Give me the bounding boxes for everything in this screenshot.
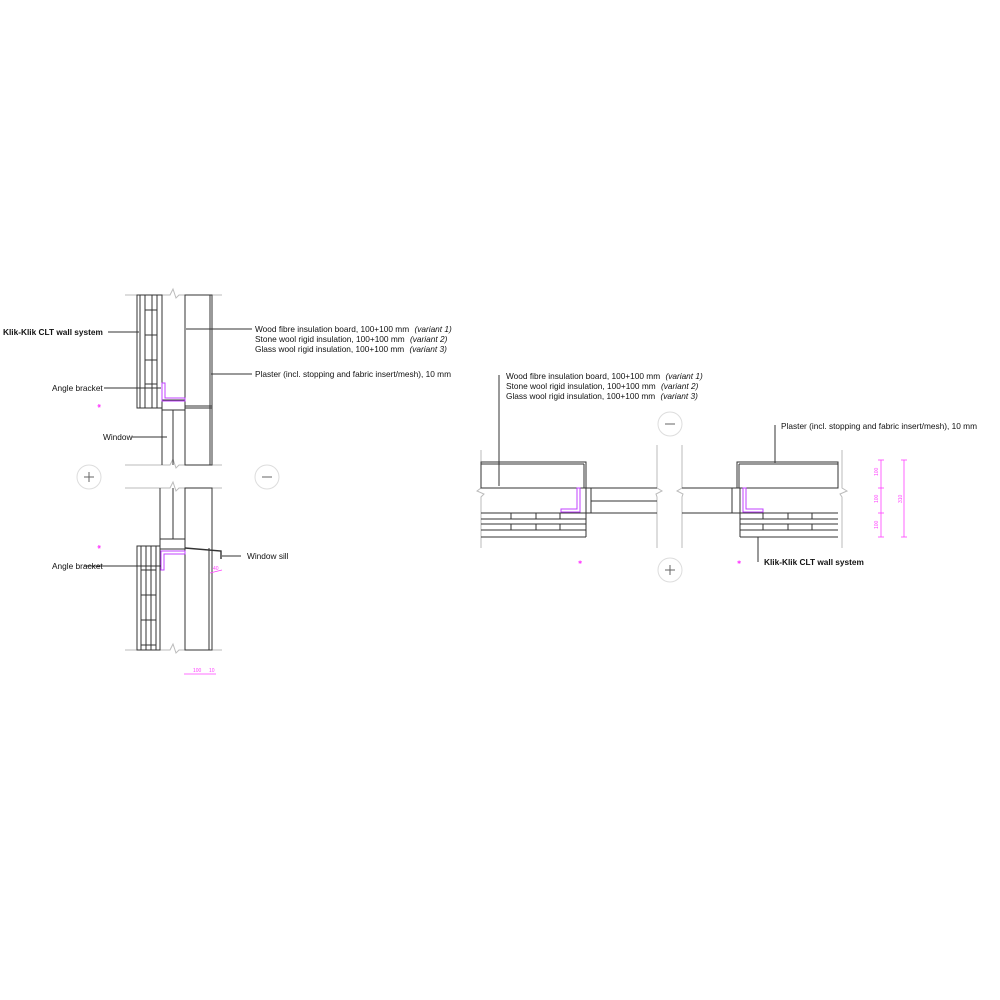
label-plaster: Plaster (incl. stopping and fabric inser… — [255, 369, 451, 379]
break-line-bottom — [125, 642, 222, 654]
break-line-center-right — [675, 445, 684, 548]
clt-wall-right — [739, 512, 838, 538]
exterior-side-symbol — [76, 464, 102, 490]
clt-wall-lower — [136, 545, 161, 651]
label-clt-wall: Klik-Klik CLT wall system — [3, 327, 103, 337]
dim-mark: ✱ — [578, 560, 582, 566]
insulation-right — [736, 461, 839, 489]
horizontal-section: 100 100 100 310 ✱ ✱ Wood fibre insulatio… — [476, 371, 977, 583]
angle-bracket-right — [742, 487, 764, 513]
clt-wall-upper — [136, 294, 163, 409]
window-sill-frame — [159, 538, 186, 550]
label-window-sill: Window sill — [247, 551, 289, 561]
dim-bottom-width: 100 — [193, 668, 202, 674]
drawing-line — [209, 569, 223, 574]
dim-layer-3: 100 — [874, 520, 880, 529]
label-insulation-3: Glass wool rigid insulation, 100+100 mm … — [255, 344, 447, 354]
window-frame-left — [585, 487, 592, 514]
label-insulation-3: Glass wool rigid insulation, 100+100 mm … — [506, 391, 698, 401]
dim-bottom-plaster: 10 — [209, 668, 215, 674]
dim-mark: ✱ — [97, 404, 103, 408]
dim-layer-2: 100 — [874, 494, 880, 503]
label-window: Window — [103, 432, 134, 442]
clt-wall-left — [481, 512, 587, 538]
label-clt-wall: Klik-Klik CLT wall system — [764, 557, 864, 567]
break-line-center-left — [655, 445, 664, 548]
label-insulation-2: Stone wool rigid insulation, 100+100 mm … — [506, 381, 699, 391]
angle-bracket-top — [161, 382, 186, 402]
insulation-lower — [184, 487, 213, 651]
interior-side-symbol — [657, 411, 683, 437]
label-insulation-1: Wood fibre insulation board, 100+100 mm … — [506, 371, 703, 381]
exterior-side-symbol — [657, 557, 683, 583]
dim-sill-offset: 40 — [213, 566, 219, 572]
label-plaster: Plaster (incl. stopping and fabric inser… — [781, 421, 977, 431]
dim-total: 310 — [898, 494, 904, 503]
label-insulation-1: Wood fibre insulation board, 100+100 mm … — [255, 324, 452, 334]
angle-bracket-bottom — [160, 550, 186, 571]
vertical-section: ✱ ✱ 40 100 10 Klik-Klik CLT wall system … — [3, 287, 452, 675]
angle-bracket-left — [560, 487, 581, 513]
drawing-line — [136, 294, 163, 409]
label-insulation-2: Stone wool rigid insulation, 100+100 mm … — [255, 334, 448, 344]
insulation-upper — [184, 294, 213, 466]
interior-side-symbol — [254, 464, 280, 490]
label-angle-bracket-top: Angle bracket — [52, 383, 103, 393]
dim-mark: ✱ — [737, 560, 741, 566]
insulation-left — [480, 461, 587, 489]
break-line-right — [839, 450, 849, 548]
window-sill — [184, 547, 222, 559]
label-angle-bracket-bottom: Angle bracket — [52, 561, 103, 571]
drawing-line — [136, 545, 161, 651]
dim-layer-1: 100 — [874, 467, 880, 476]
dim-mark: ✱ — [97, 545, 103, 549]
window-frame-right — [731, 487, 741, 514]
